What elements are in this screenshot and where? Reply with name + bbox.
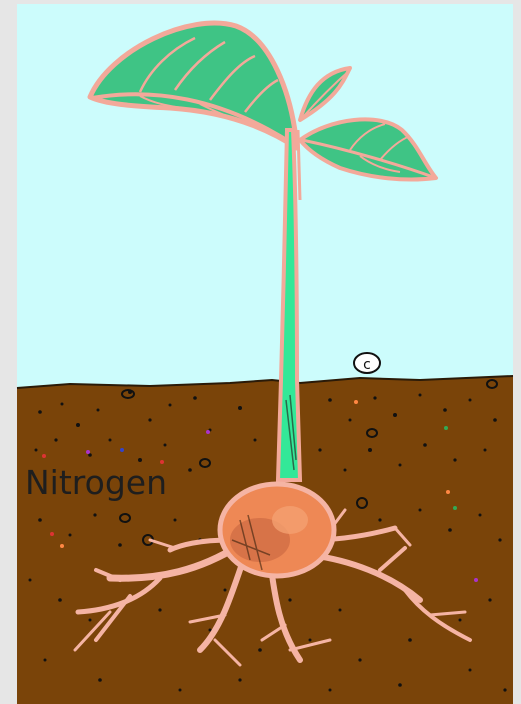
root-nodule [220, 484, 334, 576]
copyright-symbol: c [363, 357, 371, 373]
nitrogen-label: Nitrogen [25, 466, 167, 499]
copyright-mark: c [354, 353, 380, 373]
